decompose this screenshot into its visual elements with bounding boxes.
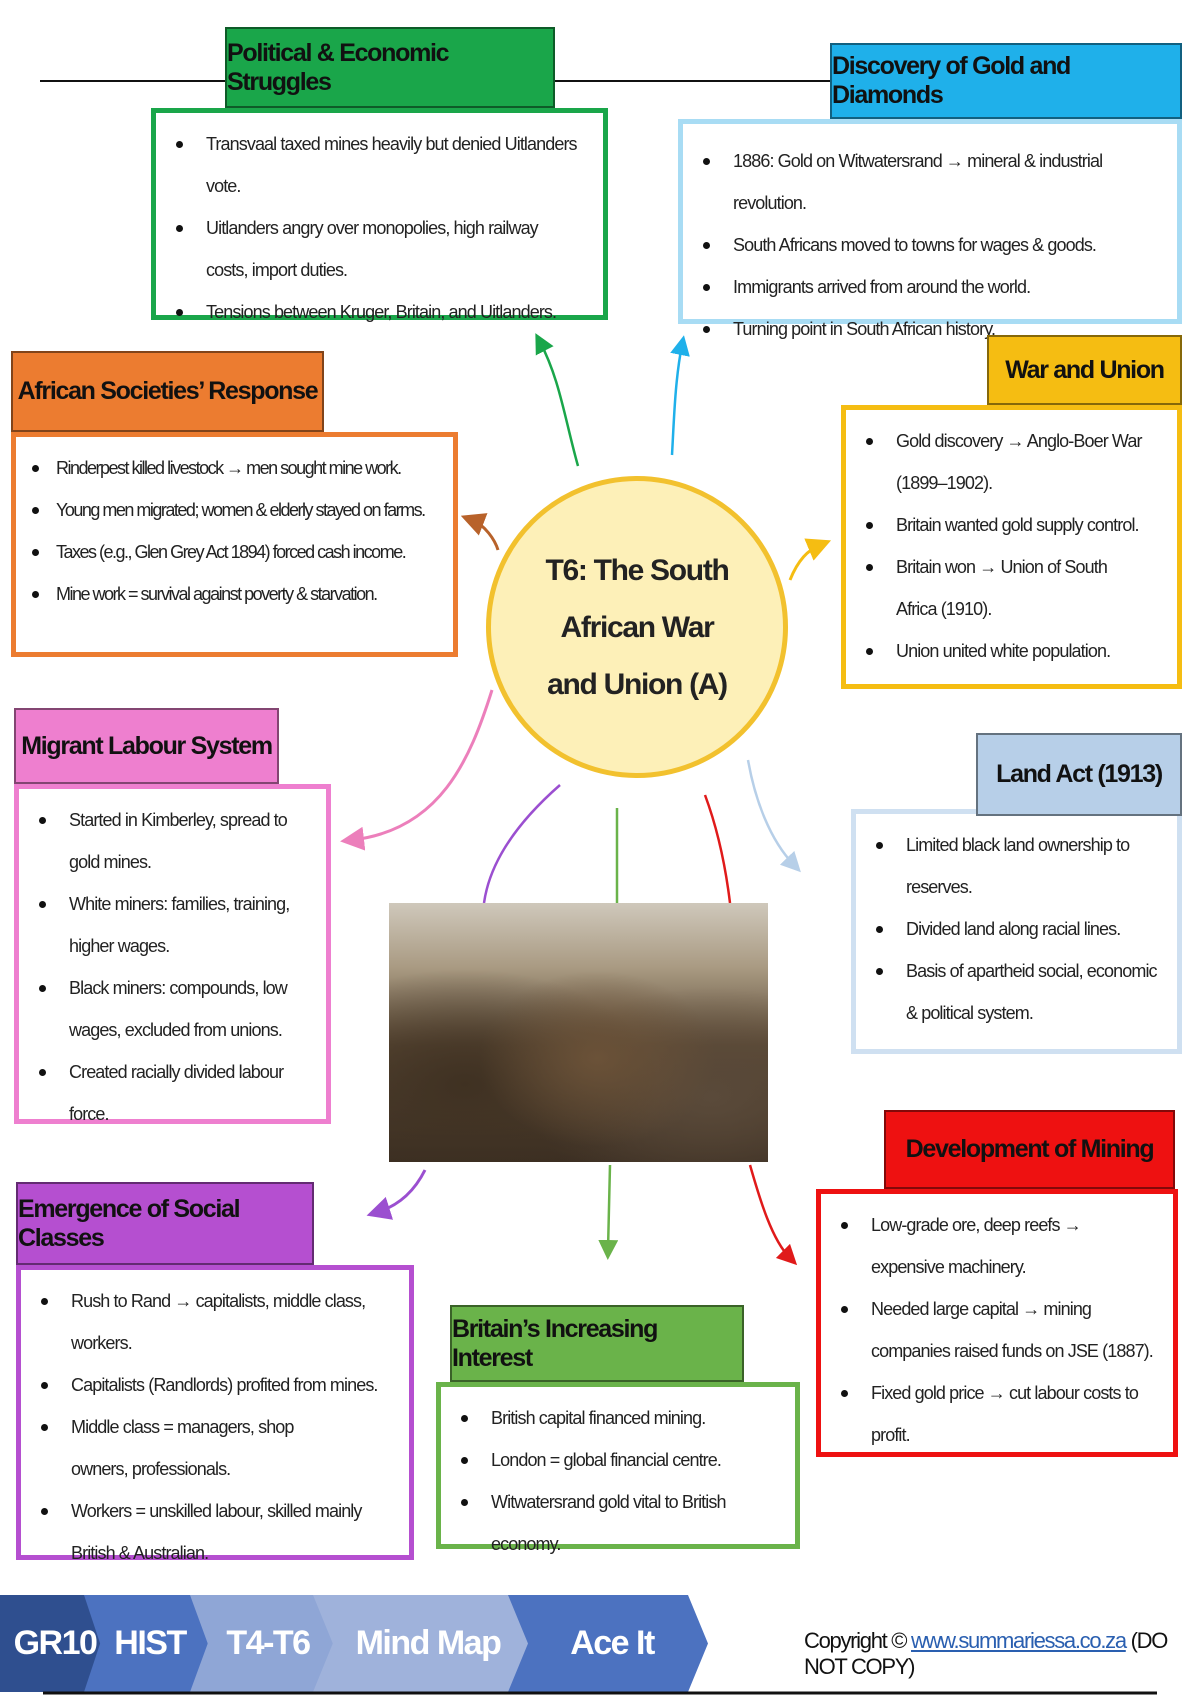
arrow-britain	[608, 808, 617, 1250]
arrow-african	[460, 513, 500, 551]
section-body-discovery: 1886: Gold on Witwatersrand → mineral & …	[678, 119, 1182, 339]
section-title-war: War and Union	[987, 335, 1182, 405]
section-title-african: African Societies’ Response	[11, 351, 324, 432]
section-title-discovery: Discovery of Gold and Diamonds	[830, 43, 1182, 119]
list-item: Low-grade ore, deep reefs → expensive ma…	[835, 1204, 1155, 1288]
section-body-war: Gold discovery → Anglo-Boer War (1899–19…	[841, 405, 1182, 689]
list-item: Capitalists (Randlords) profited from mi…	[35, 1364, 395, 1406]
section-body-political: Transvaal taxed mines heavily but denied…	[151, 108, 608, 322]
copyright-suffix: (DO NOT COPY)	[804, 1628, 1168, 1679]
copyright-prefix: Copyright ©	[804, 1628, 911, 1653]
list-item: Fixed gold price → cut labour costs to p…	[835, 1372, 1159, 1456]
section-title-land: Land Act (1913)	[976, 733, 1182, 816]
copyright-notice: Copyright © www.summariessa.co.za (DO NO…	[804, 1628, 1200, 1680]
list-item: South Africans moved to towns for wages …	[697, 224, 1163, 266]
section-title-britain: Britain’s Increasing Interest	[450, 1305, 744, 1382]
list-item: Uitlanders angry over monopolies, high r…	[170, 207, 560, 291]
breadcrumb-t4-t6: T4-T6	[190, 1595, 338, 1692]
list-item: Divided land along racial lines.	[870, 908, 1163, 950]
list-item: Limited black land ownership to reserves…	[870, 824, 1130, 908]
breadcrumb-hist: HIST	[84, 1595, 208, 1692]
list-item: Immigrants arrived from around the world…	[697, 266, 1163, 308]
war-painting-image	[389, 903, 768, 1162]
list-item: Black miners: compounds, low wages, excl…	[33, 967, 312, 1051]
list-item: Union united white population.	[860, 630, 1163, 672]
central-topic-circle: T6: The South African War and Union (A)	[486, 476, 788, 778]
website-link[interactable]: www.summariessa.co.za	[911, 1628, 1127, 1653]
list-item: White miners: families, training, higher…	[33, 883, 293, 967]
arrow-mining	[703, 794, 790, 1258]
list-item: Mine work = survival against poverty & s…	[26, 573, 445, 615]
list-item: Needed large capital → mining companies …	[835, 1288, 1159, 1372]
section-body-mining: Low-grade ore, deep reefs → expensive ma…	[816, 1189, 1178, 1457]
list-item: London = global financial centre.	[455, 1439, 781, 1481]
section-body-britain: British capital financed mining.London =…	[436, 1382, 800, 1554]
list-item: Middle class = managers, shop owners, pr…	[35, 1406, 345, 1490]
section-title-political: Political & Economic Struggles	[225, 27, 555, 108]
arrow-migrant	[340, 689, 494, 851]
arrow-political	[535, 333, 580, 467]
list-item: Rush to Rand → capitalists, middle class…	[35, 1280, 395, 1364]
breadcrumb-mind-map: Mind Map	[313, 1595, 533, 1692]
list-item: Britain wanted gold supply control.	[860, 504, 1163, 546]
list-item: Britain won → Union of South Africa (191…	[860, 546, 1140, 630]
list-item: Workers = unskilled labour, skilled main…	[35, 1490, 395, 1574]
list-item: British capital financed mining.	[455, 1397, 781, 1439]
list-item: Tensions between Kruger, Britain, and Ui…	[170, 291, 589, 333]
section-body-land: Limited black land ownership to reserves…	[851, 809, 1182, 1054]
list-item: Gold discovery → Anglo-Boer War (1899–19…	[860, 420, 1163, 504]
arrow-social-top	[482, 784, 561, 904]
list-item: Rinderpest killed livestock → men sought…	[26, 447, 445, 489]
arrow-war	[788, 538, 832, 581]
list-item: Turning point in South African history.	[697, 308, 1163, 350]
list-item: Taxes (e.g., Glen Grey Act 1894) forced …	[26, 531, 445, 573]
section-body-social: Rush to Rand → capitalists, middle class…	[16, 1265, 414, 1563]
list-item: Basis of apartheid social, economic & po…	[870, 950, 1163, 1034]
arrow-social	[366, 1169, 427, 1220]
list-item: Created racially divided labour force.	[33, 1051, 312, 1135]
section-title-migrant: Migrant Labour System	[14, 708, 279, 784]
central-topic-title: T6: The South African War and Union (A)	[545, 553, 729, 701]
list-item: Started in Kimberley, spread to gold min…	[33, 799, 312, 883]
section-body-migrant: Started in Kimberley, spread to gold min…	[14, 784, 331, 1124]
arrow-discovery	[670, 335, 690, 456]
list-item: Witwatersrand gold vital to British econ…	[455, 1481, 781, 1565]
list-item: 1886: Gold on Witwatersrand → mineral & …	[697, 140, 1163, 224]
section-title-mining: Development of Mining	[884, 1110, 1175, 1189]
section-body-african: Rinderpest killed livestock → men sought…	[11, 432, 458, 657]
list-item: Young men migrated; women & elderly stay…	[26, 489, 445, 531]
breadcrumb-ace-it: Ace It	[508, 1595, 708, 1692]
arrow-land	[746, 759, 801, 873]
section-title-social: Emergence of Social Classes	[16, 1182, 314, 1265]
list-item: Transvaal taxed mines heavily but denied…	[170, 123, 589, 207]
